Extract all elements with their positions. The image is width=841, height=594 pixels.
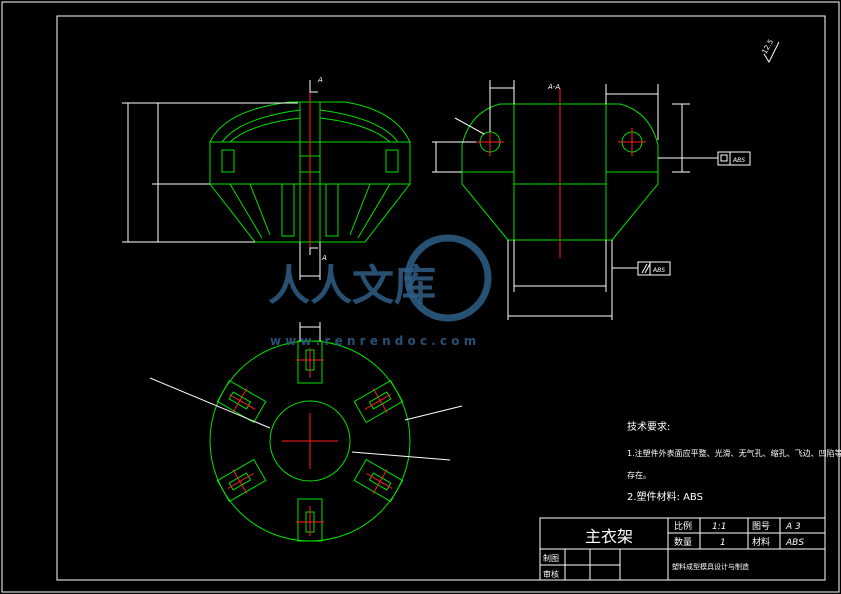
gdt-frame-2-datum: ABS — [652, 267, 665, 274]
scale-label: 比例 — [674, 520, 692, 532]
part-name: 主衣架 — [585, 527, 633, 546]
top-view — [149, 322, 463, 542]
tech-requirements: 技术要求: 1.注塑件外表面应平整、光滑、无气孔、缩孔、飞边、凹陷等缺陷 存在。… — [627, 420, 841, 503]
scale-value: 1:1 — [712, 522, 726, 532]
drawing-no-value: A 3 — [785, 522, 801, 532]
top-inner-circle — [269, 400, 351, 482]
section-marker-bottom: A — [321, 254, 327, 262]
front-cap-outline — [209, 101, 411, 143]
gdt-frame-2 — [637, 261, 671, 276]
draw-label: 制图 — [543, 553, 559, 563]
gdt-frame-1-datum: ABS — [732, 157, 745, 164]
section-title: A-A — [547, 83, 560, 91]
section-view: A-A ABS ABS — [432, 80, 751, 320]
watermark-title: 人人文库 — [268, 261, 436, 310]
top-rib-centerlines — [227, 348, 393, 536]
title-block: 主衣架 比例 1:1 数量 1 图号 A 3 材料 ABS 制图 审核 塑料成型… — [539, 517, 826, 581]
roughness-symbol: 12.5 — [761, 38, 780, 64]
gdt-frame-1 — [717, 151, 751, 166]
material-value: ABS — [785, 538, 804, 548]
check-label: 审核 — [543, 569, 559, 579]
tech-line-3: 2.塑件材料: ABS — [627, 490, 703, 503]
watermark-url: w w w . r e n r e n d o c . c o m — [270, 334, 476, 348]
tech-line-2: 存在。 — [627, 470, 651, 480]
school-name: 塑料成型模具设计与制造 — [672, 562, 749, 571]
qty-value: 1 — [720, 538, 726, 548]
front-view: A A — [122, 76, 411, 280]
watermark: 人人文库 w w w . r e n r e n d o c . c o m — [268, 234, 492, 348]
section-right-lug — [605, 103, 659, 173]
material-label: 材料 — [752, 536, 770, 548]
tech-heading: 技术要求: — [627, 420, 670, 433]
qty-label: 数量 — [674, 536, 692, 548]
section-marker-top: A — [317, 76, 323, 84]
drawing-no-label: 图号 — [752, 521, 770, 532]
tech-line-1: 1.注塑件外表面应平整、光滑、无气孔、缩孔、飞边、凹陷等缺陷 — [627, 448, 841, 458]
inner-frame — [56, 15, 826, 581]
section-left-lug — [461, 103, 515, 173]
